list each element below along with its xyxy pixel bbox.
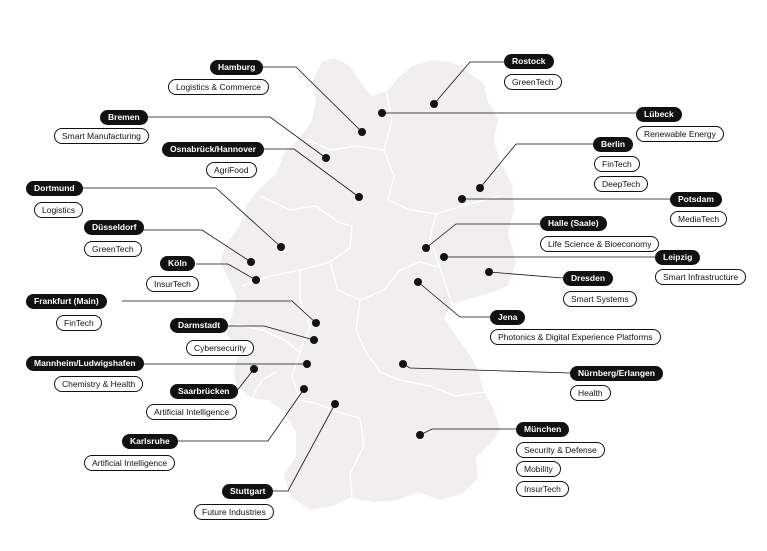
leader-line-frankfurt (122, 300, 317, 324)
sector-tag-darmstadt-0[interactable]: Cybersecurity (186, 340, 254, 356)
sector-tag-muenchen-1[interactable]: Mobility (516, 461, 561, 477)
city-label-duesseldorf[interactable]: Düsseldorf (84, 220, 145, 235)
city-dot-mannheim[interactable] (303, 360, 311, 368)
sector-tag-koeln-0[interactable]: InsurTech (146, 276, 199, 292)
city-dot-potsdam[interactable] (458, 195, 466, 203)
city-label-hamburg[interactable]: Hamburg (210, 60, 264, 75)
city-label-nuernberg[interactable]: Nürnberg/Erlangen (570, 366, 663, 381)
city-label-frankfurt[interactable]: Frankfurt (Main) (26, 294, 107, 309)
city-label-potsdam[interactable]: Potsdam (670, 192, 722, 207)
sector-tag-luebeck-0[interactable]: Renewable Energy (636, 126, 724, 142)
city-label-luebeck[interactable]: Lübeck (636, 107, 682, 122)
state-borders (235, 89, 501, 499)
city-dot-duesseldorf[interactable] (247, 258, 255, 266)
city-dot-jena[interactable] (414, 278, 422, 286)
city-dot-karlsruhe[interactable] (300, 385, 308, 393)
city-dot-luebeck[interactable] (378, 109, 386, 117)
city-label-mannheim[interactable]: Mannheim/Ludwigshafen (26, 356, 144, 371)
city-label-karlsruhe[interactable]: Karlsruhe (122, 434, 178, 449)
city-label-stuttgart[interactable]: Stuttgart (222, 484, 274, 499)
city-label-saarbruecken[interactable]: Saarbrücken (170, 384, 238, 399)
leader-line-halle (425, 223, 540, 249)
leader-line-dortmund (78, 187, 282, 248)
city-label-koeln[interactable]: Köln (160, 256, 195, 271)
city-label-darmstadt[interactable]: Darmstadt (170, 318, 229, 333)
city-label-dortmund[interactable]: Dortmund (26, 181, 83, 196)
sector-tag-berlin-0[interactable]: FinTech (594, 156, 640, 172)
leader-line-rostock (433, 61, 504, 105)
city-label-dresden[interactable]: Dresden (563, 271, 614, 286)
leader-line-muenchen (419, 428, 516, 436)
city-dot-saarbruecken[interactable] (250, 365, 258, 373)
sector-tag-halle-0[interactable]: Life Science & Bioeconomy (540, 236, 660, 252)
leader-line-stuttgart (266, 403, 336, 492)
sector-tag-duesseldorf-0[interactable]: GreenTech (84, 241, 142, 257)
sector-tag-dortmund-0[interactable]: Logistics (34, 202, 84, 218)
sector-tag-bremen-0[interactable]: Smart Manufacturing (54, 128, 149, 144)
leader-line-bremen (146, 116, 327, 159)
leader-line-jena (417, 281, 490, 318)
sector-tag-berlin-1[interactable]: DeepTech (594, 176, 649, 192)
leader-lines (78, 61, 670, 492)
sector-tag-jena-0[interactable]: Photonics & Digital Experience Platforms (490, 329, 661, 345)
city-label-bremen[interactable]: Bremen (100, 110, 148, 125)
sector-tag-hamburg-0[interactable]: Logistics & Commerce (168, 79, 270, 95)
city-dot-halle[interactable] (422, 244, 430, 252)
leader-line-berlin (479, 143, 593, 189)
city-label-berlin[interactable]: Berlin (593, 137, 634, 152)
leader-line-hamburg (256, 66, 363, 133)
city-label-halle[interactable]: Halle (Saale) (540, 216, 607, 231)
leader-line-darmstadt (226, 325, 315, 341)
city-label-osnabrueck[interactable]: Osnabrück/Hannover (162, 142, 264, 157)
sector-tag-karlsruhe-0[interactable]: Artificial Intelligence (84, 455, 176, 471)
city-dot-stuttgart[interactable] (331, 400, 339, 408)
sector-tag-frankfurt-0[interactable]: FinTech (56, 315, 102, 331)
city-dot-berlin[interactable] (476, 184, 484, 192)
city-dot-osnabrueck[interactable] (355, 193, 363, 201)
sector-tag-potsdam-0[interactable]: MediaTech (670, 211, 728, 227)
city-dot-bremen[interactable] (322, 154, 330, 162)
city-dot-nuernberg[interactable] (399, 360, 407, 368)
sector-tag-stuttgart-0[interactable]: Future Industries (194, 504, 274, 520)
city-dots (247, 100, 493, 439)
germany-land-shape (220, 58, 516, 510)
city-label-leipzig[interactable]: Leipzig (655, 250, 701, 265)
sector-tag-muenchen-2[interactable]: InsurTech (516, 481, 569, 497)
city-label-muenchen[interactable]: München (516, 422, 570, 437)
sector-tag-osnabrueck-0[interactable]: AgriFood (206, 162, 257, 178)
leader-line-osnabrueck (260, 148, 360, 198)
sector-tag-saarbruecken-0[interactable]: Artificial Intelligence (146, 404, 238, 420)
city-dot-rostock[interactable] (430, 100, 438, 108)
city-dot-dresden[interactable] (485, 268, 493, 276)
leader-line-dresden (488, 271, 564, 279)
city-dot-muenchen[interactable] (416, 431, 424, 439)
city-label-jena[interactable]: Jena (490, 310, 526, 325)
city-dot-frankfurt[interactable] (312, 319, 320, 327)
leader-line-duesseldorf (140, 229, 252, 263)
city-dot-hamburg[interactable] (358, 128, 366, 136)
city-dot-leipzig[interactable] (440, 253, 448, 261)
sector-tag-leipzig-0[interactable]: Smart Infrastructure (655, 269, 747, 285)
sector-tag-mannheim-0[interactable]: Chemistry & Health (54, 376, 144, 392)
leader-line-karlsruhe (170, 388, 305, 442)
sector-tag-muenchen-0[interactable]: Security & Defense (516, 442, 605, 458)
sector-tag-nuernberg-0[interactable]: Health (570, 385, 611, 401)
city-dot-dortmund[interactable] (277, 243, 285, 251)
city-dot-darmstadt[interactable] (310, 336, 318, 344)
city-label-rostock[interactable]: Rostock (504, 54, 554, 69)
city-dot-koeln[interactable] (252, 276, 260, 284)
sector-tag-dresden-0[interactable]: Smart Systems (563, 291, 637, 307)
sector-tag-rostock-0[interactable]: GreenTech (504, 74, 562, 90)
leader-line-koeln (196, 263, 257, 281)
